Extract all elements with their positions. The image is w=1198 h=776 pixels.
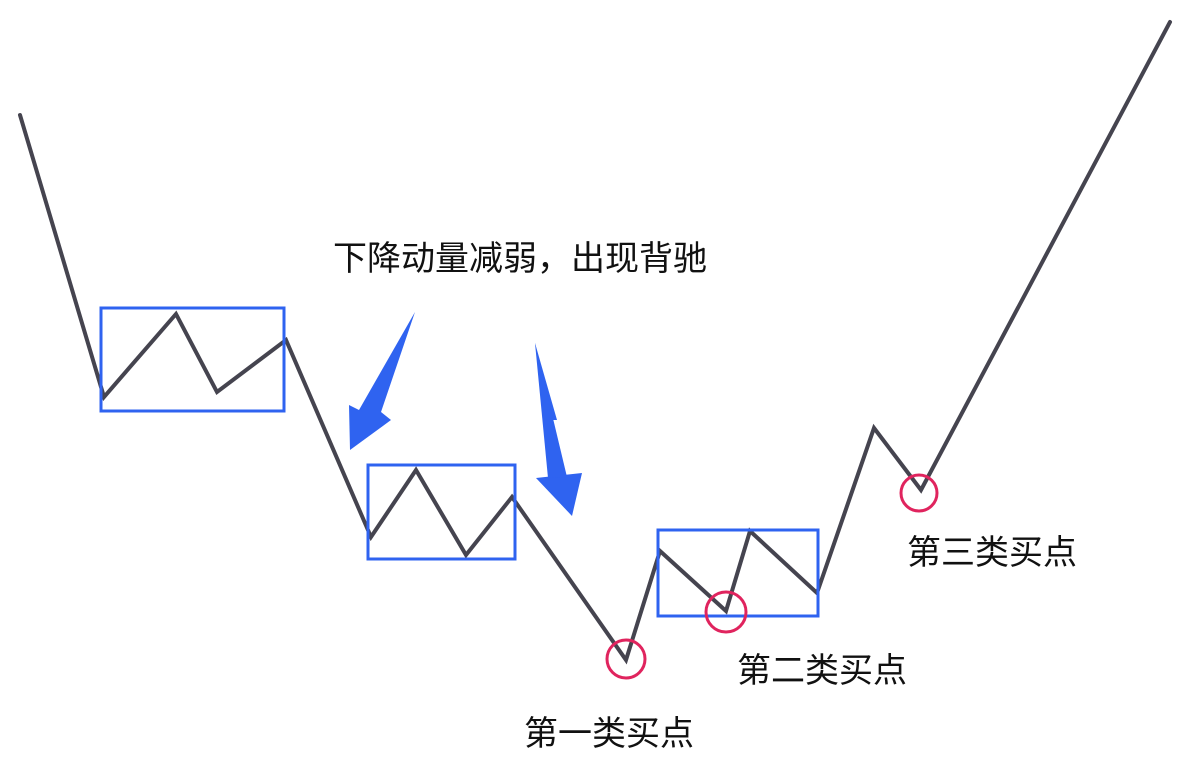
momentum-arrow-2-head	[536, 473, 582, 516]
momentum-arrow-2	[535, 343, 557, 420]
momentum-arrow-1	[349, 312, 415, 450]
pivot-box-2	[366, 463, 517, 561]
first-buy-point-circle	[605, 638, 647, 680]
second-buy-point-circle	[704, 590, 748, 634]
pivot-box-1	[99, 306, 286, 413]
momentum-annotation: 下降动量减弱，出现背驰	[333, 239, 707, 279]
second-buy-point-label: 第二类买点	[737, 651, 907, 691]
third-buy-point-circle	[899, 473, 939, 513]
third-buy-point-label: 第三类买点	[907, 533, 1077, 573]
price-line	[18, 20, 1172, 665]
pivot-box-3	[656, 528, 820, 618]
first-buy-point-label: 第一类买点	[524, 714, 694, 754]
momentum-arrow-2-shaft	[535, 343, 567, 478]
